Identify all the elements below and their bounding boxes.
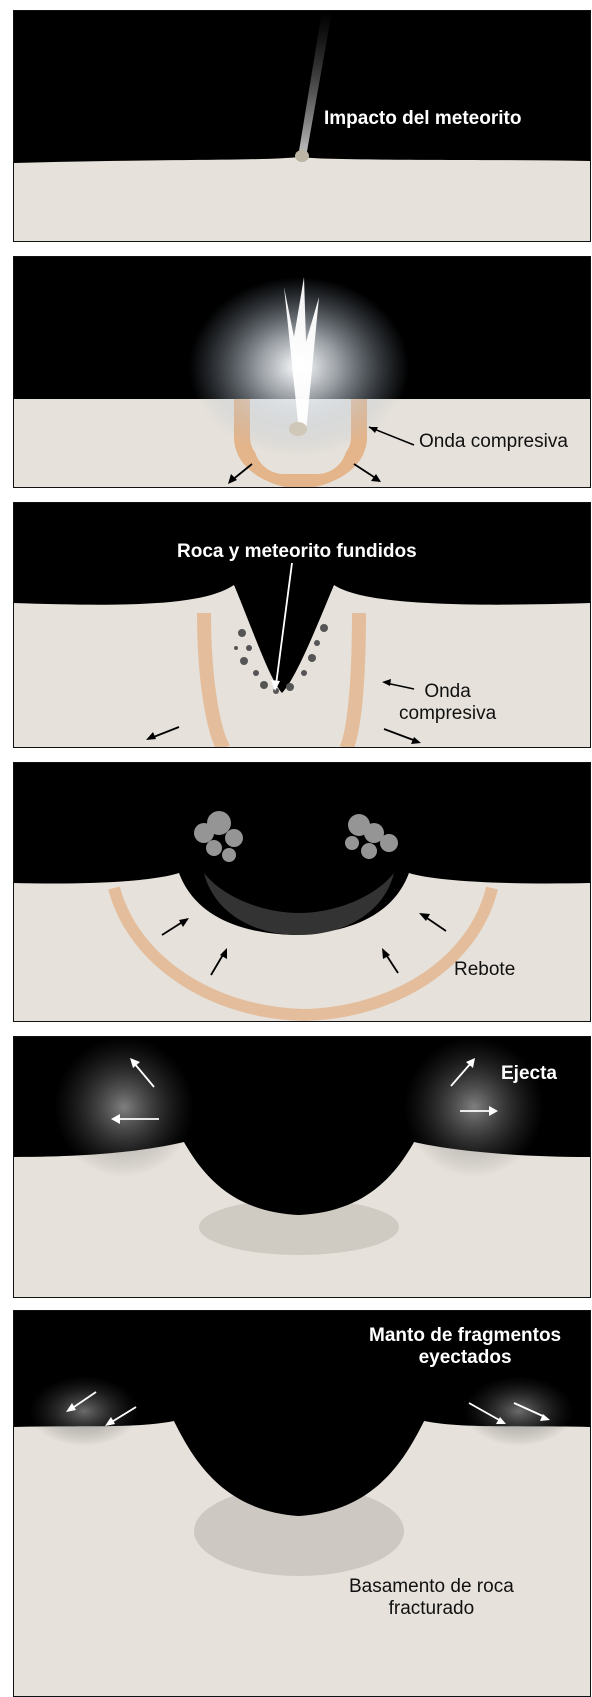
label-ejecta-blanket-line2: eyectados [369,1347,561,1369]
label-ejecta-blanket: Manto de fragmentos eyectados [369,1325,561,1369]
ground-surface [14,157,591,242]
label-rebound: Rebote [454,959,515,981]
label-compression-wave-2: Onda compresiva [399,681,496,725]
ejecta-cloud-right [404,1037,544,1177]
ejecta-blanket-left [29,1376,139,1446]
ejecta-blanket-right [464,1376,574,1446]
panel-molten-rock: Roca y meteorito fundidos Onda compresiv… [13,502,591,748]
panel-compression-wave: Onda compresiva [13,256,591,488]
panel-ejecta: Ejecta [13,1036,591,1298]
label-compression-wave-2-line2: compresiva [399,703,496,725]
label-meteorite-impact: Impacto del meteorito [324,108,521,130]
ejecta-cloud-left [54,1037,194,1177]
panel-4-illustration [14,763,591,1022]
meteorite [295,150,309,162]
label-compression-wave: Onda compresiva [419,431,568,453]
label-molten-rock-meteorite: Roca y meteorito fundidos [177,541,417,563]
panel-2-illustration [14,257,591,488]
label-fractured-bedrock-line1: Basamento de roca [349,1576,514,1598]
panel-3-illustration [14,503,591,748]
panel-ejecta-blanket: Manto de fragmentos eyectados Basamento … [13,1310,591,1697]
label-compression-wave-2-line1: Onda [399,681,496,703]
label-ejecta-blanket-line1: Manto de fragmentos [369,1325,561,1347]
label-ejecta: Ejecta [501,1063,557,1085]
panel-meteorite-impact: Impacto del meteorito [13,10,591,242]
label-fractured-bedrock-line2: fracturado [349,1598,514,1620]
label-fractured-bedrock: Basamento de roca fracturado [349,1576,514,1620]
panel-rebound: Rebote [13,762,591,1022]
